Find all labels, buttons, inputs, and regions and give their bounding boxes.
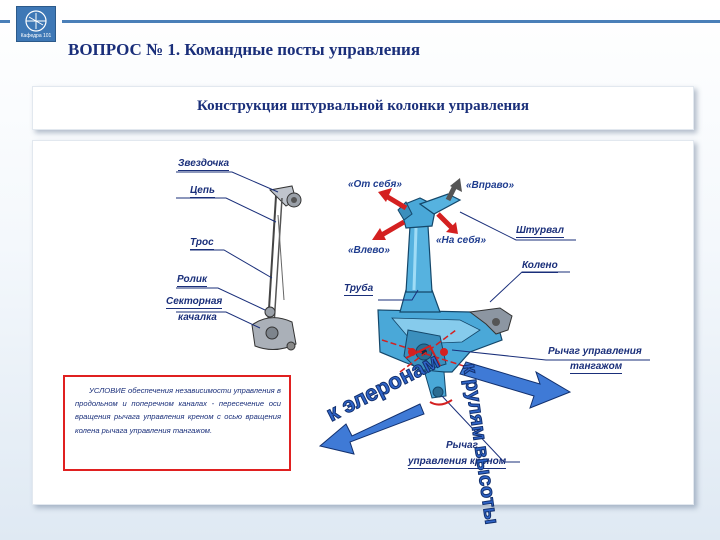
label-elbow: Колено xyxy=(522,260,558,273)
output-arrows xyxy=(318,361,572,455)
label-tube: Труба xyxy=(344,283,374,296)
red-accent xyxy=(405,344,441,367)
label-sector-rocker: качалка xyxy=(178,312,217,323)
label-sprocket: Звездочка xyxy=(178,158,230,171)
chain-cable-assembly xyxy=(251,185,302,351)
logo-text: Кафедра 101 xyxy=(20,33,52,39)
condition-text: УСЛОВИЕ обеспечения независимости управл… xyxy=(75,386,281,435)
direction-arrows xyxy=(372,178,462,240)
department-logo: Кафедра 101 xyxy=(16,6,56,42)
label-roller: Ролик xyxy=(177,274,208,287)
label-cable: Трос xyxy=(190,237,214,250)
label-pitch-lever: Рычаг управления xyxy=(548,346,642,357)
red-accent xyxy=(429,399,453,406)
label-roll-lever: Рычаг xyxy=(446,440,478,451)
left-leader-lines xyxy=(176,171,279,329)
header-rule xyxy=(62,20,720,23)
arrow-left xyxy=(378,219,406,239)
label-chain: Цепь xyxy=(190,185,215,198)
rotation-axes xyxy=(381,329,471,373)
label-wheel: Штурвал xyxy=(516,225,564,238)
panel-title: Конструкция штурвальной колонки управлен… xyxy=(197,98,529,114)
arrow-from-self xyxy=(384,193,408,211)
label-to-self: «На себя» xyxy=(436,235,487,246)
label-left: «Влево» xyxy=(348,245,390,256)
label-roll-lever: управления креном xyxy=(408,456,507,469)
label-from-self: «От себя» xyxy=(348,179,402,190)
arrow-to-self xyxy=(436,212,454,230)
header-rule xyxy=(0,20,10,23)
label-pitch-lever: тангажом xyxy=(570,361,623,374)
condition-note: УСЛОВИЕ обеспечения независимости управл… xyxy=(63,375,291,471)
title-panel: Конструкция штурвальной колонки управлен… xyxy=(32,86,694,130)
label-right: «Вправо» xyxy=(466,180,515,191)
page-title: ВОПРОС № 1. Командные посты управления xyxy=(68,40,421,59)
logo-emblem-icon xyxy=(25,10,47,32)
label-sector-rocker: Секторная xyxy=(166,296,223,309)
